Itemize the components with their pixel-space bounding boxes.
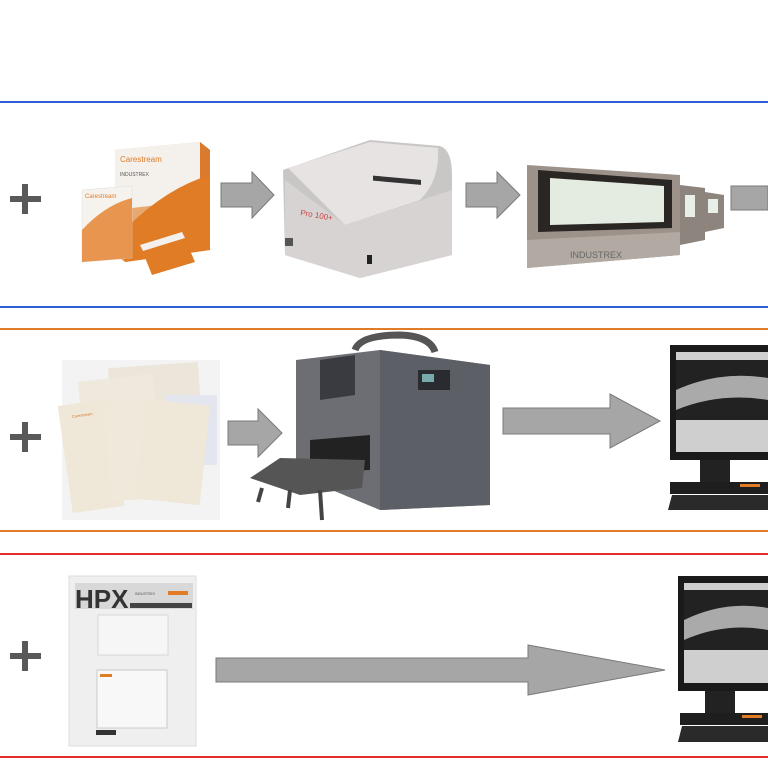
arrow-icon: [227, 407, 283, 459]
film-boxes-image: Carestream INDUSTREX Carestream: [81, 142, 210, 275]
arrow-icon: [215, 644, 666, 696]
arrow-icon: [220, 170, 275, 220]
film-viewer-image: INDUSTREX: [527, 165, 724, 268]
svg-text:INDUSTREX: INDUSTREX: [570, 250, 622, 260]
plus-icon: [10, 184, 41, 214]
workstation-monitor-image: [678, 576, 768, 742]
svg-text:INDUSTREX: INDUSTREX: [120, 172, 150, 178]
film-processor-image: Pro 100+: [283, 140, 452, 278]
svg-text:HPX: HPX: [75, 584, 129, 614]
plus-icon: [10, 641, 41, 671]
arrow-icon: [465, 170, 521, 220]
svg-text:Carestream: Carestream: [71, 411, 93, 419]
arrow-icon: [730, 185, 768, 211]
svg-text:Carestream: Carestream: [120, 155, 162, 164]
arrow-icon: [502, 393, 662, 449]
cr-scanner-image: [250, 331, 490, 521]
workstation-monitor-image: [668, 345, 768, 510]
hpx-panel-image: HPX INDUSTREX: [68, 575, 197, 747]
imaging-plates-image: Carestream: [57, 360, 220, 520]
svg-text:Carestream: Carestream: [85, 194, 116, 200]
plus-icon: [10, 422, 41, 452]
svg-text:INDUSTREX: INDUSTREX: [135, 592, 156, 596]
